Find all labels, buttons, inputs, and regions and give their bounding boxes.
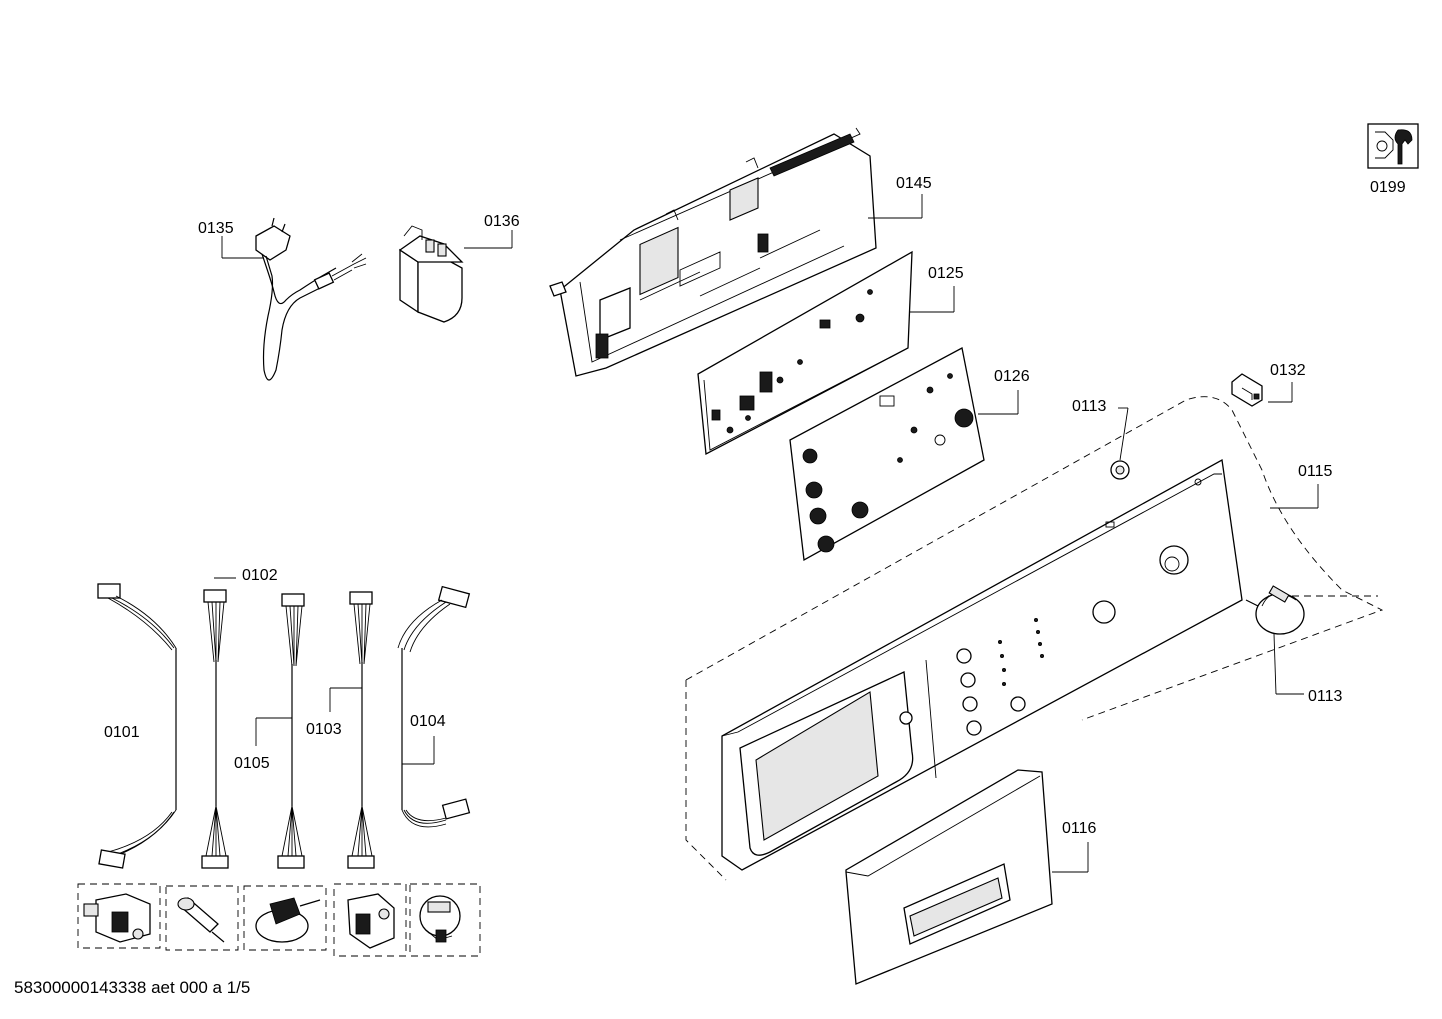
part-label-0113-top: 0113 <box>1072 398 1107 415</box>
wrench-service-icon <box>1367 123 1419 169</box>
selector-board-part <box>789 347 985 562</box>
fascia-panel-part <box>721 458 1243 871</box>
part-label-0126: 0126 <box>994 368 1030 385</box>
part-label-0145: 0145 <box>896 175 932 192</box>
control-housing-part <box>549 127 877 377</box>
document-id-footer: 58300000143338 aet 000 a 1/5 <box>14 978 251 997</box>
knob-cap-part-top <box>1110 460 1130 480</box>
interference-filter-part <box>398 225 464 323</box>
part-label-0105: 0105 <box>234 755 270 772</box>
part-label-0132: 0132 <box>1270 362 1306 379</box>
selector-knob-part <box>1245 585 1305 635</box>
component-box-switch <box>243 885 327 951</box>
part-label-0116: 0116 <box>1062 820 1097 837</box>
power-cord-part <box>255 217 367 381</box>
clip-part <box>1231 373 1263 407</box>
wire-harness-0102 <box>201 589 229 869</box>
wire-harness-0105 <box>277 593 305 869</box>
part-label-0101: 0101 <box>104 724 140 741</box>
part-label-0104: 0104 <box>410 713 446 730</box>
part-label-0102: 0102 <box>242 567 278 584</box>
part-label-0199: 0199 <box>1370 179 1406 196</box>
drawer-handle-part <box>845 769 1053 985</box>
part-label-0103: 0103 <box>306 721 342 738</box>
component-box-pressure-switch <box>409 883 481 957</box>
component-box-sensor <box>165 885 239 951</box>
component-box-motor <box>333 883 407 957</box>
component-box-valve <box>77 883 161 949</box>
wire-harness-0103 <box>347 591 375 869</box>
part-label-0136: 0136 <box>484 213 520 230</box>
part-label-0115: 0115 <box>1298 463 1333 480</box>
part-label-0135: 0135 <box>198 220 234 237</box>
wire-harness-0101 <box>97 583 177 869</box>
part-label-0113-right: 0113 <box>1308 688 1343 705</box>
circuit-board-part <box>697 250 913 456</box>
part-label-0125: 0125 <box>928 265 964 282</box>
wire-harness-0104 <box>397 585 471 828</box>
